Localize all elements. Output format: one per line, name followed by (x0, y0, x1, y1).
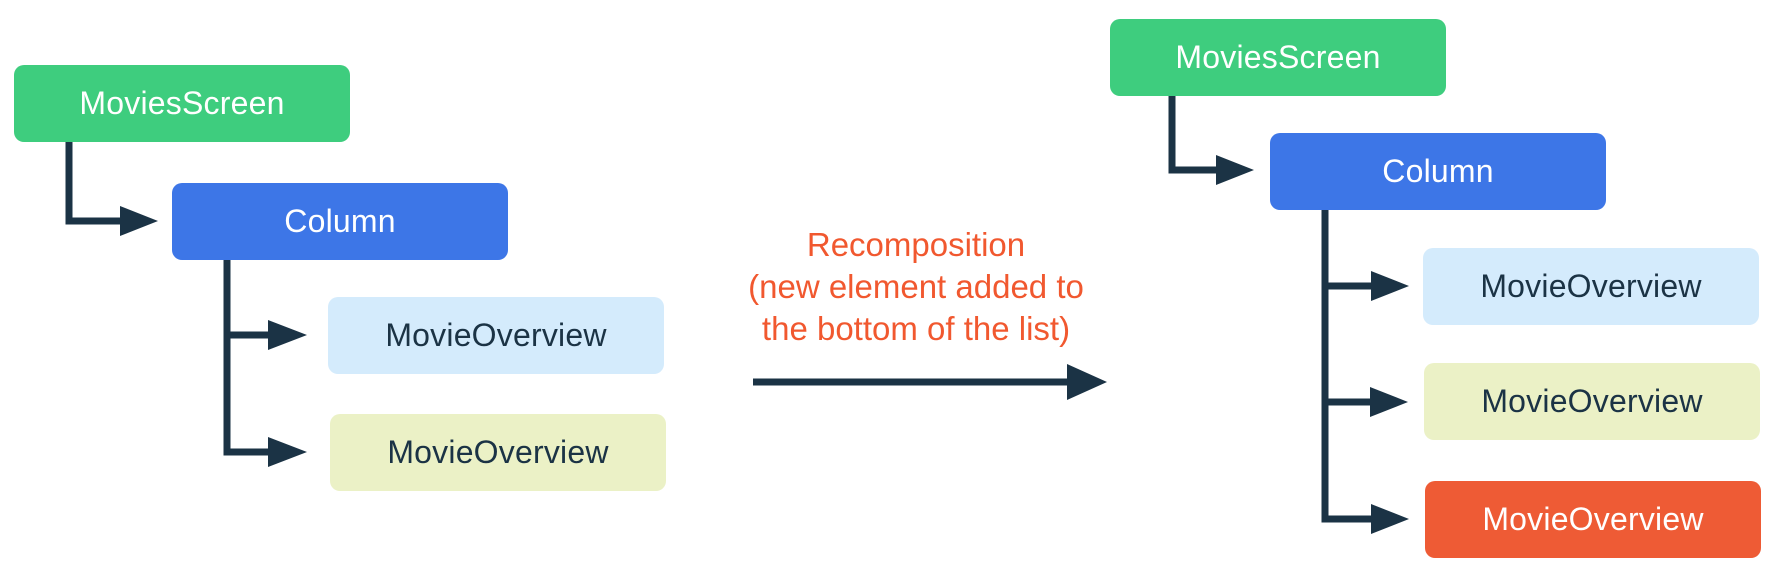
connector-arrowhead-icon (268, 437, 307, 467)
left-elbow-connector (65, 141, 122, 225)
connector-arrowhead-icon (120, 206, 158, 236)
right-node-movies-screen: MoviesScreen (1110, 19, 1446, 96)
left-node-column: Column (172, 183, 508, 260)
connector-arrowhead-icon (1371, 271, 1409, 301)
left-node-movie-overview-1: MovieOverview (328, 297, 664, 374)
connector-arrowhead-icon (1371, 504, 1409, 534)
connector-arrowhead-icon (1216, 155, 1254, 185)
right-elbow-connector (1168, 95, 1218, 174)
right-trunk-connector (1321, 208, 1373, 523)
recomposition-arrowhead-icon (1067, 364, 1107, 400)
recomposition-label-line2: (new element added to (748, 268, 1084, 305)
recomposition-label-line3: the bottom of the list) (761, 310, 1071, 347)
right-node-column: Column (1270, 133, 1606, 210)
recomposition-label-line1: Recomposition (806, 226, 1026, 263)
left-node-movies-screen: MoviesScreen (14, 65, 350, 142)
connector-arrowhead-icon (268, 320, 307, 350)
left-node-movie-overview-2: MovieOverview (330, 414, 666, 491)
right-node-movie-overview-2: MovieOverview (1424, 363, 1760, 440)
right-node-movie-overview-1: MovieOverview (1423, 248, 1759, 325)
right-node-movie-overview-3-new: MovieOverview (1425, 481, 1761, 558)
left-trunk-connector (223, 259, 270, 456)
recomposition-label: Recomposition (new element added to the … (666, 224, 1166, 350)
connector-arrowhead-icon (1370, 387, 1408, 417)
